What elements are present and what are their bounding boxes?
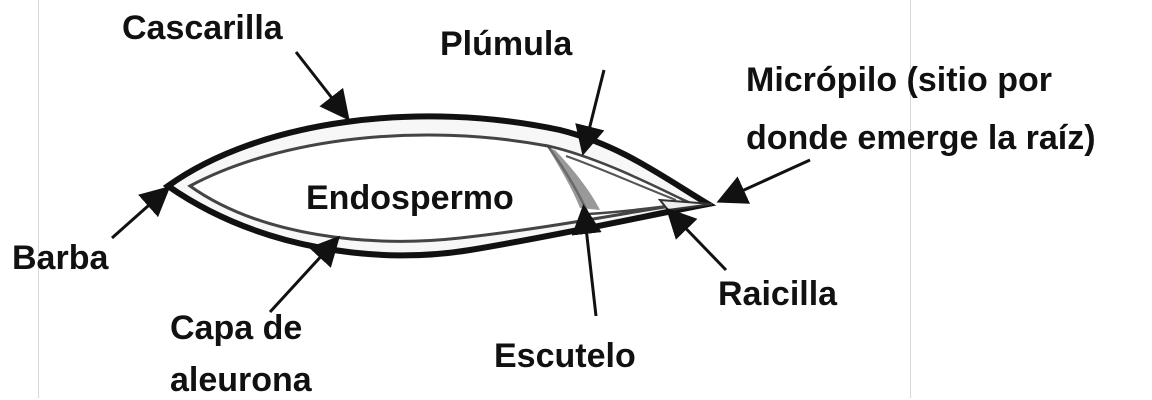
label-micropilo-line2: donde emerge la raíz)	[746, 118, 1096, 158]
arrow-capa-aleurona	[270, 240, 336, 312]
label-capa-de-aleurona-line1: Capa de	[170, 308, 302, 348]
arrow-micropilo	[722, 160, 810, 200]
arrow-cascarilla	[296, 52, 346, 116]
label-micropilo-line1: Micrópilo (sitio por	[746, 60, 1052, 100]
label-barba: Barba	[12, 238, 108, 278]
label-cascarilla: Cascarilla	[122, 8, 283, 48]
arrow-raicilla	[670, 212, 726, 270]
arrow-barba	[112, 190, 166, 238]
label-raicilla: Raicilla	[718, 274, 837, 314]
label-capa-de-aleurona-line2: aleurona	[170, 360, 312, 400]
label-plumula: Plúmula	[440, 24, 572, 64]
label-endospermo: Endospermo	[306, 178, 514, 218]
label-escutelo: Escutelo	[494, 336, 636, 376]
